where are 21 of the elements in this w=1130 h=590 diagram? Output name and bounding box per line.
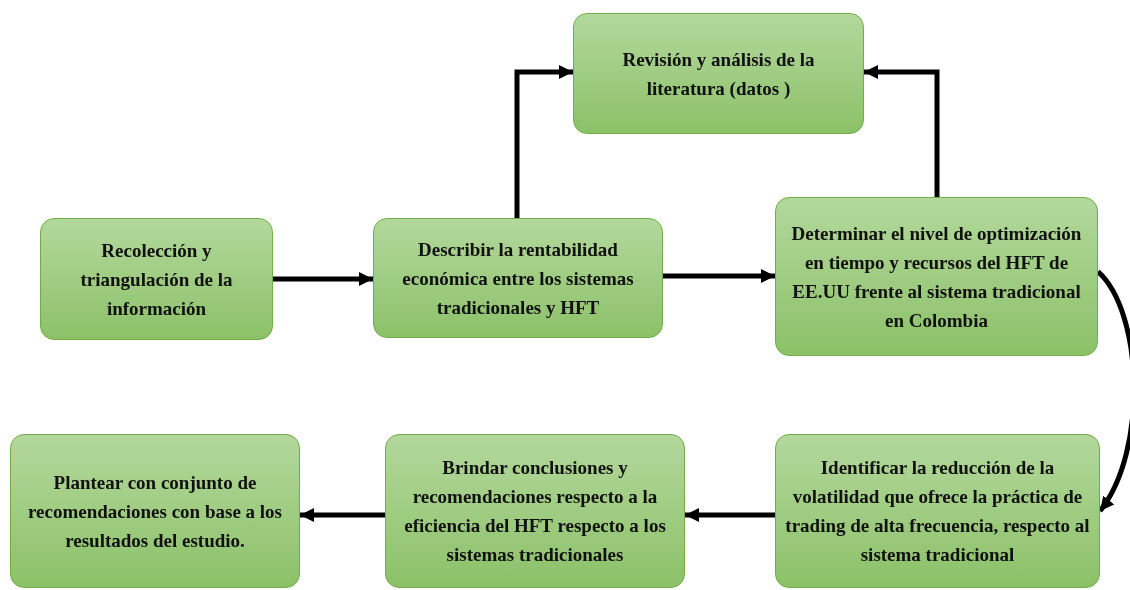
box-text: Recolección y triangulación de la información: [79, 238, 234, 321]
process-box: [385, 434, 685, 588]
box-text: Determinar el nivel de optimización en tiempo y recursos del HFT de EE.UU frente al sistema tradicional en Colombia: [790, 221, 1083, 333]
process-box: [573, 13, 864, 134]
arrow: [864, 65, 940, 197]
arrow: [1096, 270, 1130, 513]
box-text: Describir la rentabilidad económica entre los sistemas tradicionales y HFT: [401, 237, 635, 320]
arrow: [300, 508, 385, 522]
box-text: Plantear con conjunto de recomendaciones con base a los resultados del estudio.: [27, 470, 283, 553]
arrow: [514, 65, 573, 218]
arrow: [663, 269, 775, 283]
process-box: [40, 218, 273, 340]
process-box: [775, 197, 1098, 356]
process-box: [373, 218, 663, 338]
arrow: [685, 508, 775, 522]
arrow: [273, 272, 373, 286]
process-box: [10, 434, 300, 588]
box-text: Revisión y análisis de la literatura (datos ): [621, 47, 816, 101]
box-text: Brindar conclusiones y recomendaciones respecto a la eficiencia del HFT respecto a los sistemas tradicionales: [403, 456, 667, 567]
box-text: Identificar la reducción de la volatilidad que ofrece la práctica de trading de alta frecuencia, respecto al sistema tradicional: [784, 456, 1091, 567]
process-box: [775, 434, 1100, 588]
